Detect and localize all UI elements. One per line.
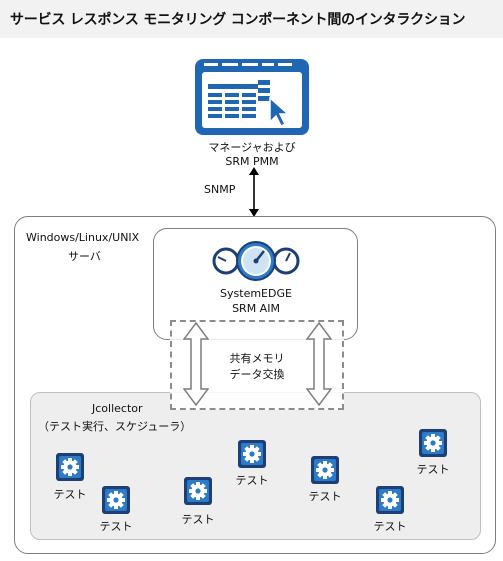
gear-icon bbox=[418, 428, 448, 458]
shared-memory-label-line1: 共有メモリ bbox=[229, 352, 285, 365]
server-os-label: Windows/Linux/UNIX bbox=[26, 231, 140, 244]
gear-icon bbox=[101, 485, 131, 515]
monitor-screen-icon bbox=[194, 58, 310, 136]
manager-label-line2: SRM PMM bbox=[225, 155, 279, 168]
title-bar: サービス レスポンス モニタリング コンポーネント間のインタラクション bbox=[0, 0, 503, 38]
gauges-icon bbox=[211, 240, 301, 282]
diagram-title: サービス レスポンス モニタリング コンポーネント間のインタラクション bbox=[10, 12, 466, 28]
test-label: テスト bbox=[99, 520, 133, 533]
shared-memory-label-line2: データ交換 bbox=[229, 368, 285, 381]
systemedge-label-line1: SystemEDGE bbox=[220, 287, 292, 300]
double-arrow-icon bbox=[182, 321, 210, 407]
snmp-label: SNMP bbox=[204, 183, 236, 196]
double-arrow-icon bbox=[305, 321, 333, 407]
gear-icon bbox=[183, 476, 213, 506]
gear-icon bbox=[55, 452, 85, 482]
test-label: テスト bbox=[53, 488, 87, 501]
test-label: テスト bbox=[235, 474, 269, 487]
systemedge-label-line2: SRM AIM bbox=[232, 302, 280, 315]
jcollector-sublabel: （テスト実行、スケジューラ） bbox=[38, 420, 192, 433]
snmp-arrow bbox=[246, 166, 262, 218]
test-label: テスト bbox=[373, 520, 407, 533]
test-label: テスト bbox=[416, 463, 450, 476]
gear-icon bbox=[237, 439, 267, 469]
test-label: テスト bbox=[308, 490, 342, 503]
gear-icon bbox=[375, 485, 405, 515]
server-label: サーバ bbox=[68, 250, 101, 263]
gear-icon bbox=[310, 455, 340, 485]
test-label: テスト bbox=[181, 513, 215, 526]
jcollector-label: Jcollector bbox=[92, 402, 143, 415]
manager-label-line1: マネージャおよび bbox=[208, 141, 296, 154]
